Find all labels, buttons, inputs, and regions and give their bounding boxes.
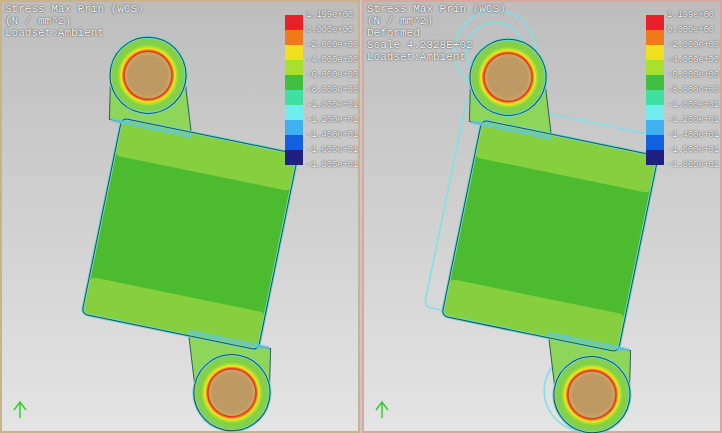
legend-value: -6.000e+00 xyxy=(667,70,719,80)
unit-label: (N / mm^2) xyxy=(367,15,433,27)
color-swatch xyxy=(646,120,664,135)
legend-value: -1.600e+01 xyxy=(306,145,358,155)
loadset-label: Loadset:Ambient xyxy=(367,51,466,63)
color-swatch xyxy=(646,105,664,120)
loadset-label: Loadset:Ambient xyxy=(5,27,104,39)
color-swatch xyxy=(285,105,303,120)
legend-value: -4.000e+00 xyxy=(306,55,358,65)
legend-value: -2.000e+00 xyxy=(667,40,719,50)
color-swatch xyxy=(285,45,303,60)
legend-value: -1.600e+01 xyxy=(667,145,719,155)
legend-value: 1.199e+00 xyxy=(306,10,353,20)
color-swatch xyxy=(646,45,664,60)
plot-use xyxy=(384,3,696,433)
unit-label: (N / mm^2) xyxy=(5,15,71,27)
color-swatch xyxy=(285,15,303,30)
color-swatch xyxy=(285,90,303,105)
color-swatch xyxy=(285,60,303,75)
legend-value: 0.000e+00 xyxy=(306,25,353,35)
legend-value: 1.199e+00 xyxy=(667,10,714,20)
legend-value: -1.400e+01 xyxy=(667,130,719,140)
color-swatch xyxy=(285,135,303,150)
legend-value: -6.000e+00 xyxy=(306,70,358,80)
legend-value: -1.805e+01 xyxy=(667,160,719,170)
color-swatch xyxy=(285,150,303,165)
legend-value: -1.805e+01 xyxy=(306,160,358,170)
legend-value: -1.200e+01 xyxy=(306,115,358,125)
legend-value: -1.400e+01 xyxy=(306,130,358,140)
plot-path xyxy=(14,402,26,418)
legend-value: -1.200e+01 xyxy=(667,115,719,125)
plot-use xyxy=(44,30,336,433)
color-swatch xyxy=(285,75,303,90)
plot-title: Stress Max Prin (WCS) xyxy=(367,3,506,15)
legend-value: -8.000e+00 xyxy=(306,85,358,95)
scale-label: Scale 4.2328E+02 xyxy=(367,39,473,51)
legend-value: -8.000e+00 xyxy=(667,85,719,95)
plot-use xyxy=(404,32,696,433)
legend-value: -2.000e+00 xyxy=(306,40,358,50)
color-swatch xyxy=(646,150,664,165)
deformed-label: Deformed xyxy=(367,27,420,39)
legend-value: -1.000e+01 xyxy=(306,100,358,110)
color-swatch xyxy=(646,135,664,150)
color-swatch xyxy=(646,15,664,30)
legend-value: -4.000e+00 xyxy=(667,55,719,65)
plot-path xyxy=(376,402,388,418)
color-swatch xyxy=(646,60,664,75)
legend-value: -1.000e+01 xyxy=(667,100,719,110)
color-swatch xyxy=(285,120,303,135)
color-swatch xyxy=(646,90,664,105)
color-swatch xyxy=(646,75,664,90)
color-swatch xyxy=(285,30,303,45)
plot-title: Stress Max Prin (WCS) xyxy=(5,3,144,15)
color-swatch xyxy=(646,30,664,45)
legend-value: 0.000e+00 xyxy=(667,25,714,35)
